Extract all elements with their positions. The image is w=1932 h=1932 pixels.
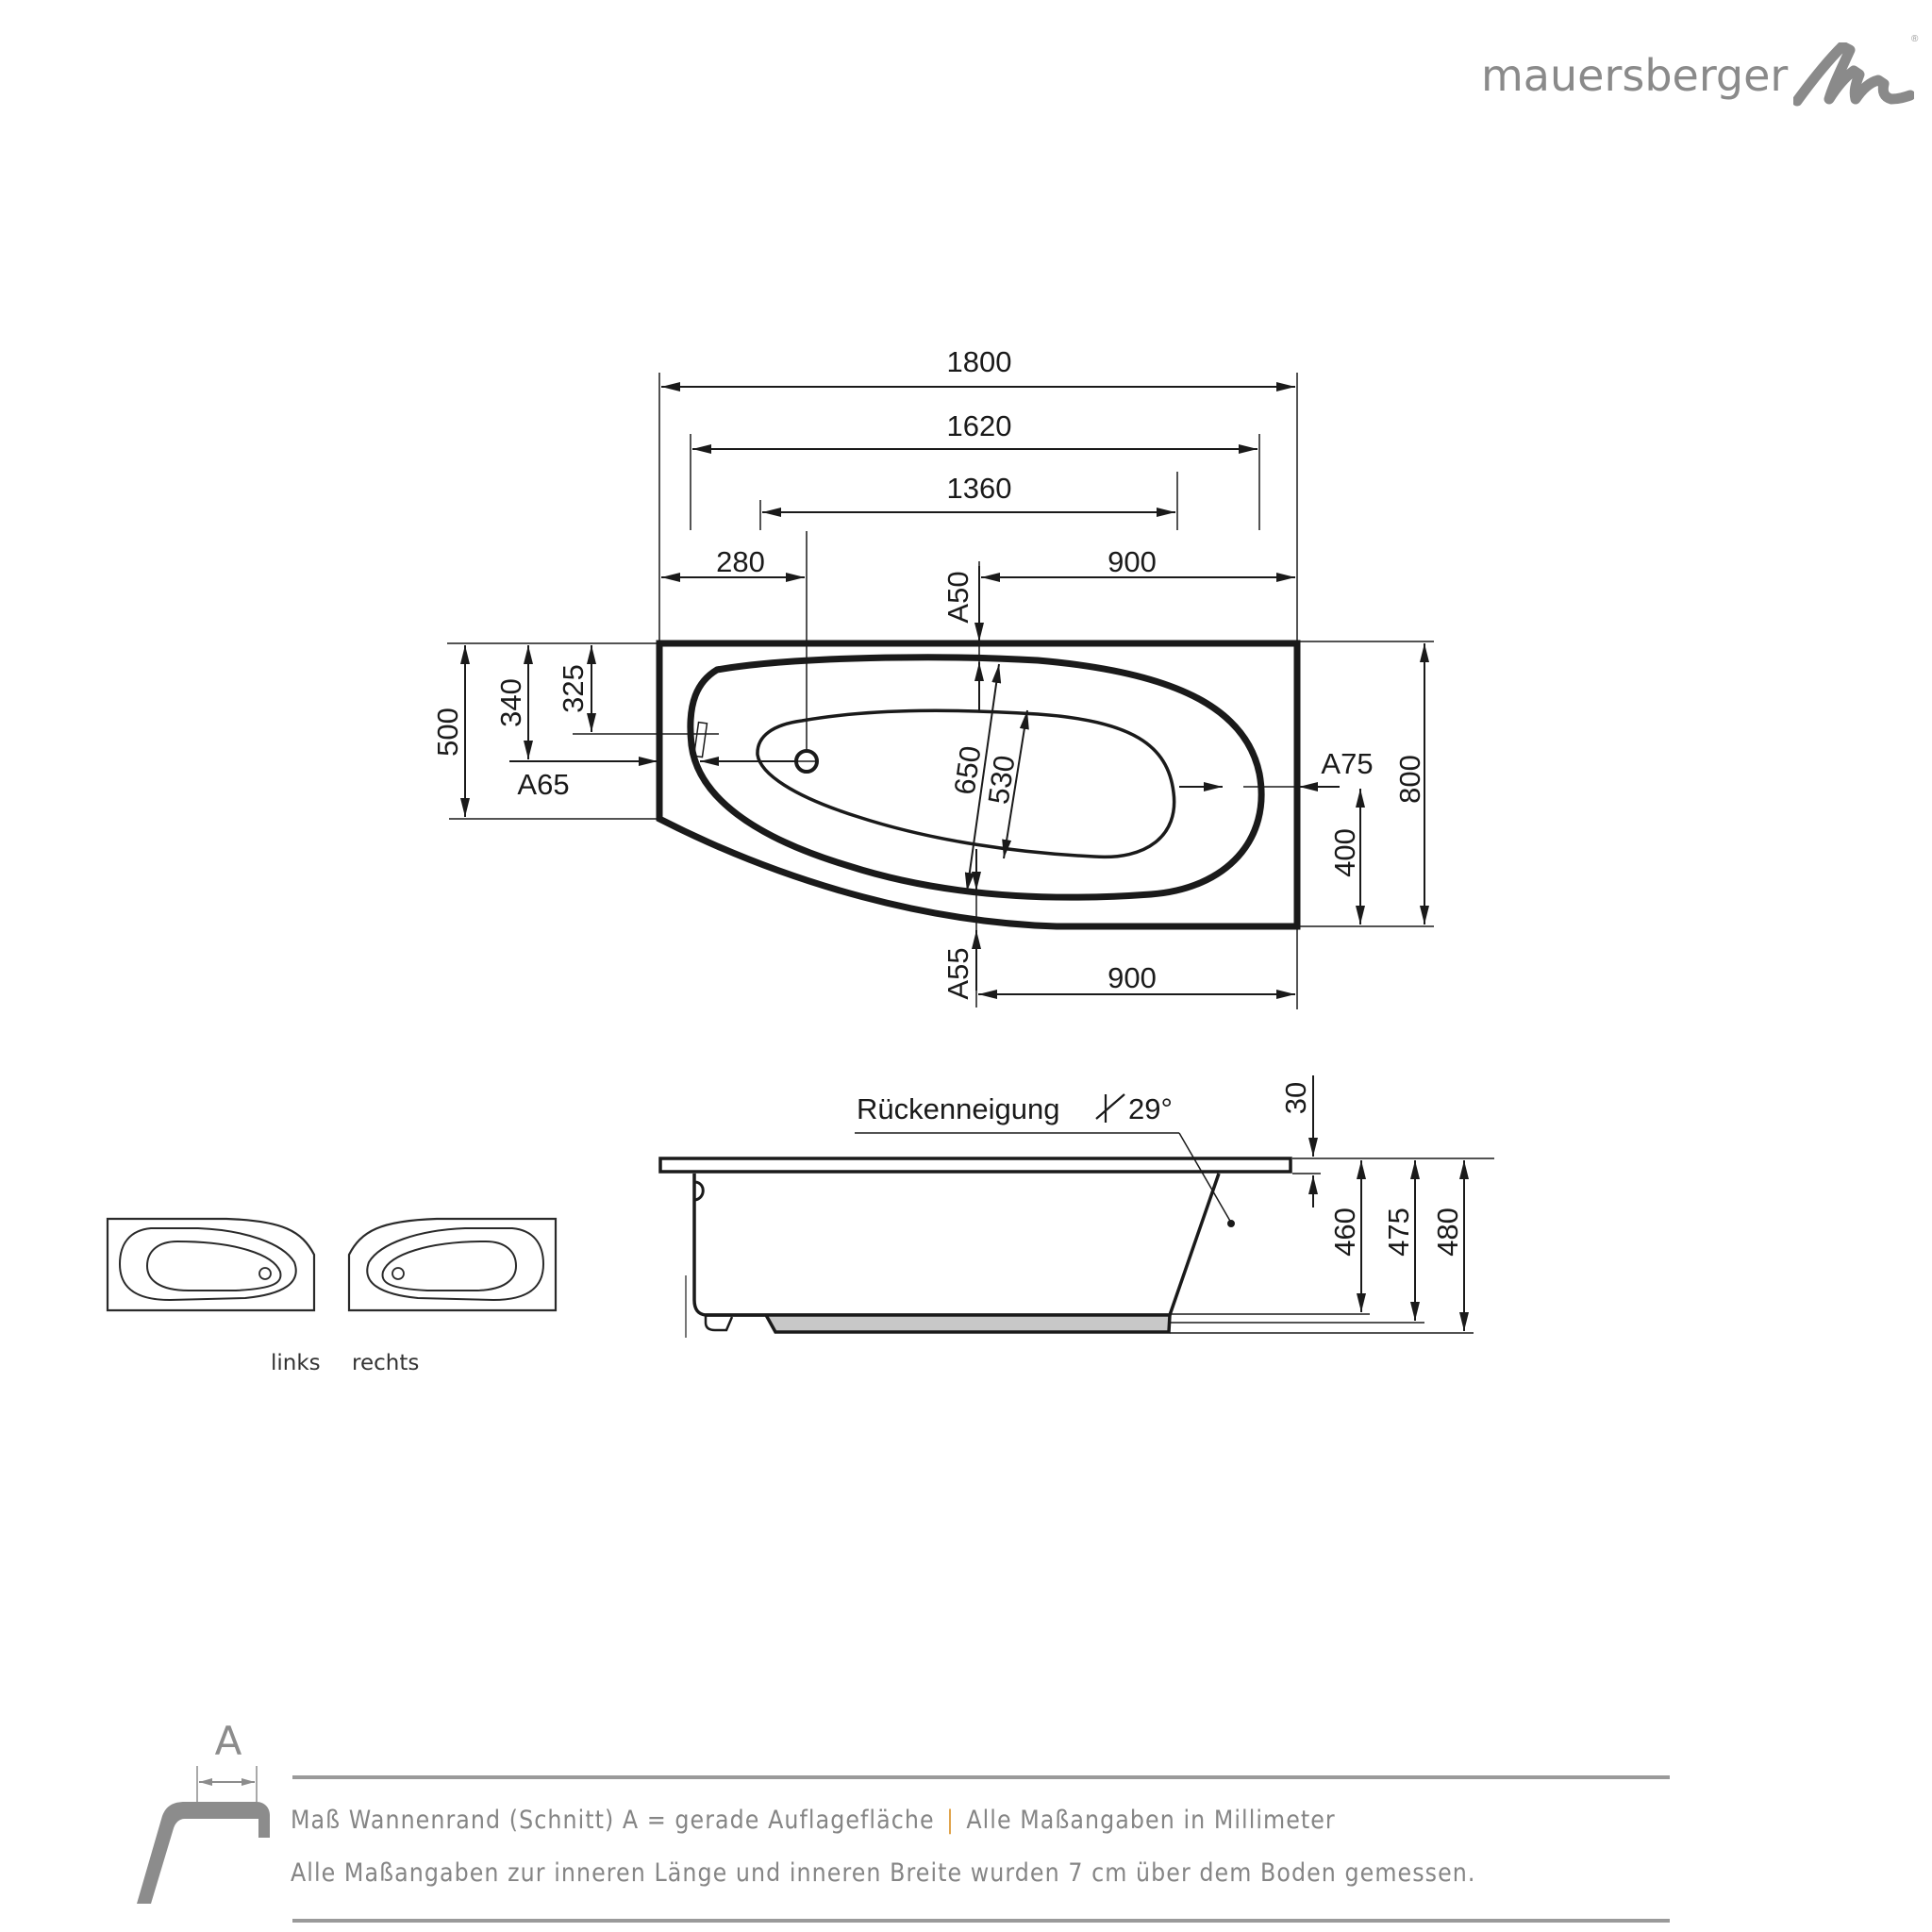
variant-thumbnails — [106, 1217, 558, 1312]
side-overflow-icon — [694, 1180, 705, 1202]
dim-325: 325 — [557, 664, 590, 713]
dim-280: 280 — [716, 545, 765, 578]
variant-label-links: links — [271, 1351, 321, 1375]
footer-line-1: Maß Wannenrand (Schnitt) A = gerade Aufl… — [291, 1806, 1336, 1835]
dim-500: 500 — [431, 708, 464, 757]
footer-rim-note: Maß Wannenrand (Schnitt) A = gerade Aufl… — [291, 1806, 935, 1835]
dim-1620: 1620 — [947, 409, 1012, 442]
rim-a50: A50 — [941, 571, 974, 623]
dim-line-650 — [964, 663, 1002, 892]
overflow-icon — [692, 721, 708, 758]
svg-text:A: A — [215, 1718, 242, 1764]
dim-400: 400 — [1328, 828, 1361, 877]
dim-900-bottom: 900 — [1108, 961, 1157, 994]
rim-a75: A75 — [1321, 747, 1373, 780]
variant-links-thumbnail — [106, 1217, 316, 1312]
dim-30: 30 — [1279, 1082, 1312, 1114]
angle-icon — [1095, 1093, 1125, 1123]
registered-mark: ® — [1910, 34, 1919, 44]
backrest-label: Rückenneigung — [857, 1092, 1059, 1125]
rim-a65: A65 — [517, 768, 569, 801]
dim-900-top: 900 — [1108, 545, 1157, 578]
rim-section-icon: A — [137, 1718, 270, 1904]
variant-label-rechts: rechts — [352, 1351, 420, 1375]
side-rim — [658, 1157, 1292, 1174]
side-base — [706, 1313, 1172, 1334]
dim-475: 475 — [1382, 1208, 1415, 1257]
rim-a55: A55 — [941, 947, 974, 999]
side-drain — [704, 1315, 734, 1332]
footer-units-note: Alle Maßangaben in Millimeter — [966, 1806, 1336, 1835]
side-body — [692, 1173, 1221, 1317]
dim-1360: 1360 — [947, 472, 1012, 505]
brand-logo: mauersberger ® — [1481, 34, 1918, 113]
side-view — [658, 1075, 1494, 1338]
dim-line-530 — [1002, 709, 1029, 859]
backrest-angle: 29° — [1128, 1092, 1173, 1125]
dim-800: 800 — [1393, 755, 1426, 804]
footer-line-2: Alle Maßangaben zur inneren Länge und in… — [291, 1858, 1476, 1888]
drain-icon — [794, 749, 819, 774]
brand-wordmark: mauersberger — [1481, 50, 1789, 101]
dim-530: 530 — [982, 753, 1022, 806]
dim-340: 340 — [494, 678, 527, 727]
footer-divider-bottom — [292, 1919, 1670, 1923]
brand-m-mark-icon — [1793, 42, 1915, 107]
tub-floor — [756, 708, 1176, 859]
dim-480: 480 — [1431, 1208, 1464, 1257]
tub-outer-rim — [656, 640, 1301, 930]
footer-separator: | — [945, 1806, 955, 1835]
variant-rechts-thumbnail — [347, 1217, 558, 1312]
dim-650: 650 — [948, 743, 988, 796]
dim-460: 460 — [1328, 1208, 1361, 1257]
footer-divider-top — [292, 1775, 1670, 1779]
tub-inner-rim — [687, 654, 1265, 901]
plan-view — [447, 373, 1434, 1009]
dim-1800: 1800 — [947, 345, 1012, 378]
